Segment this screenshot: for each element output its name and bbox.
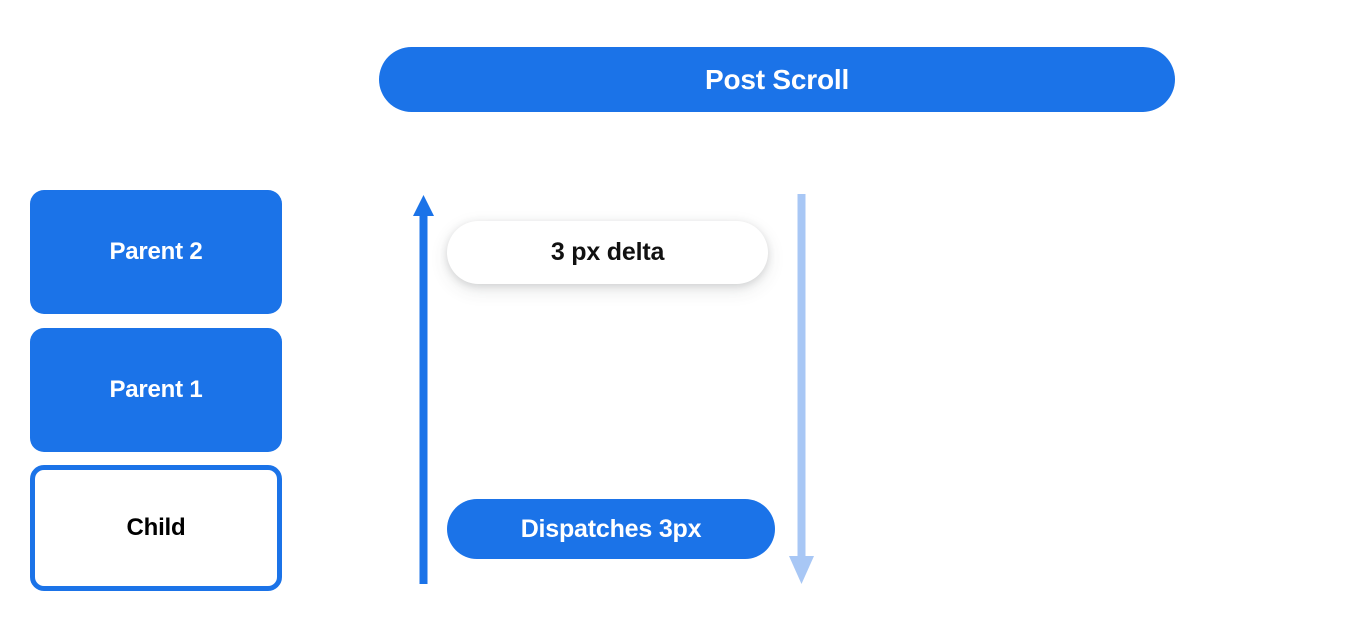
box-parent-1[interactable]: Parent 1	[30, 328, 282, 452]
dispatch-pill: Dispatches 3px	[447, 499, 775, 559]
delta-pill: 3 px delta	[447, 221, 768, 284]
box-parent-1-label: Parent 1	[109, 376, 203, 403]
post-scroll-header-label: Post Scroll	[704, 63, 850, 95]
dispatch-pill-label: Dispatches 3px	[520, 514, 702, 543]
box-parent-2[interactable]: Parent 2	[30, 190, 282, 314]
box-child-label: Child	[126, 514, 186, 541]
delta-pill-label: 3 px delta	[550, 238, 665, 266]
scroll-up-arrow-icon	[413, 195, 434, 584]
post-scroll-header: Post Scroll	[379, 47, 1175, 112]
box-child[interactable]: Child	[30, 465, 282, 591]
box-parent-2-label: Parent 2	[109, 238, 203, 265]
scroll-down-arrow-icon	[789, 194, 814, 584]
